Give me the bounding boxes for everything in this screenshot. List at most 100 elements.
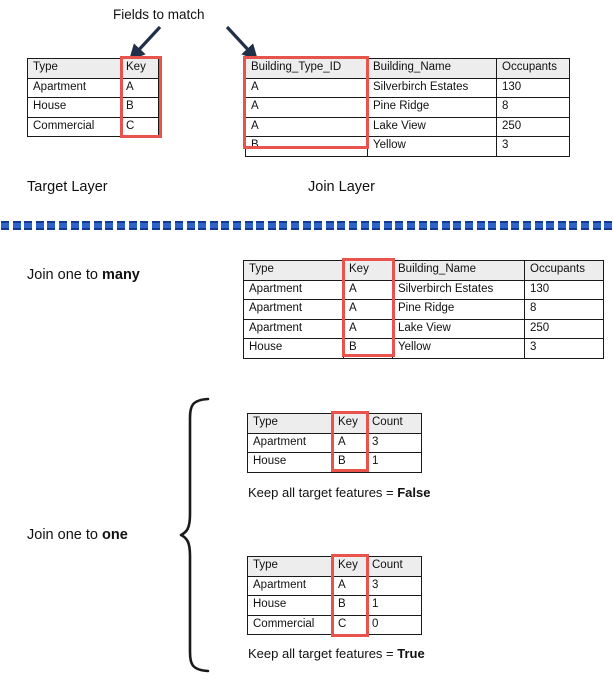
divider-dash — [93, 221, 102, 230]
cell-key: A — [332, 575, 367, 596]
table-header-row: Type Key Building_Name Occupants — [243, 260, 604, 281]
join-one-to-many-emphasis: many — [101, 267, 140, 283]
keep-all-true-text: Keep all target features = — [248, 646, 398, 661]
table-row: A Silverbirch Estates 130 — [245, 77, 570, 98]
cell-key: B — [332, 452, 367, 473]
table-row: Apartment A 3 — [247, 575, 422, 596]
divider-dash — [534, 221, 543, 230]
divider-dash — [186, 221, 195, 230]
table-row: Apartment A — [27, 77, 159, 98]
divider-dash — [291, 221, 299, 230]
cell-type: House — [27, 97, 121, 118]
column-header-type: Type — [27, 58, 121, 79]
cell-type: Apartment — [247, 575, 333, 596]
divider-dash — [546, 221, 555, 230]
divider-dash — [453, 221, 462, 230]
section-divider — [0, 220, 613, 232]
cell-type: Apartment — [243, 279, 344, 300]
cell-building-type-id: B — [245, 136, 368, 157]
cell-occupants: 3 — [496, 136, 570, 157]
column-header-occupants: Occupants — [524, 260, 604, 281]
one-to-one-true-table-wrap: Type Key Count Apartment A 3 House B 1 C… — [247, 554, 422, 637]
divider-dash — [47, 221, 56, 230]
divider-dash — [325, 221, 334, 230]
cell-key: B — [120, 97, 159, 118]
cell-type: Apartment — [243, 299, 344, 320]
table-row: House B 1 — [247, 595, 422, 616]
divider-dash — [267, 221, 276, 230]
divider-dash — [465, 221, 473, 230]
divider-dash — [82, 221, 91, 230]
cell-count: 3 — [366, 575, 422, 596]
divider-dash — [209, 221, 218, 230]
cell-key: A — [343, 279, 393, 300]
fields-to-match-label: Fields to match — [113, 7, 205, 22]
table-row: Commercial C 0 — [247, 614, 422, 635]
join-layer-caption: Join Layer — [308, 179, 375, 195]
divider-dash — [383, 221, 392, 230]
divider-dash — [314, 221, 323, 230]
table-row: B Yellow 3 — [245, 136, 570, 157]
keep-all-false-caption: Keep all target features = False — [248, 486, 430, 499]
column-header-occupants: Occupants — [496, 58, 570, 79]
table-row: Apartment A Lake View 250 — [243, 318, 604, 339]
one-to-many-table-wrap: Type Key Building_Name Occupants Apartme… — [243, 258, 604, 359]
keep-all-false-text: Keep all target features = — [248, 485, 398, 500]
divider-dash — [279, 221, 288, 230]
divider-dash — [233, 221, 241, 230]
table-row: House B Yellow 3 — [243, 338, 604, 359]
keep-all-true-value: True — [397, 646, 425, 661]
cell-occupants: 8 — [524, 299, 604, 320]
cell-building-name: Pine Ridge — [392, 299, 525, 320]
cell-occupants: 250 — [524, 318, 604, 339]
cell-building-name: Silverbirch Estates — [367, 77, 497, 98]
divider-dash — [476, 221, 485, 230]
cell-count: 3 — [366, 432, 422, 453]
keep-all-true-caption: Keep all target features = True — [248, 647, 425, 660]
column-header-key: Key — [332, 413, 367, 434]
divider-dash — [151, 221, 160, 230]
column-header-building-name: Building_Name — [367, 58, 497, 79]
cell-key: A — [332, 432, 367, 453]
cell-count: 1 — [366, 452, 422, 473]
target-layer-caption: Target Layer — [27, 179, 108, 195]
divider-dash — [488, 221, 497, 230]
table-header-row: Type Key Count — [247, 413, 422, 434]
one-to-one-false-table: Type Key Count Apartment A 3 House B 1 — [247, 413, 422, 473]
join-layer-table-wrap: Building_Type_ID Building_Name Occupants… — [243, 56, 570, 157]
cell-building-type-id: A — [245, 116, 368, 137]
column-header-count: Count — [366, 556, 422, 577]
divider-dash — [407, 221, 415, 230]
column-header-type: Type — [247, 556, 333, 577]
cell-count: 0 — [366, 614, 422, 635]
column-header-count: Count — [366, 413, 422, 434]
one-to-many-table: Type Key Building_Name Occupants Apartme… — [243, 260, 604, 359]
one-to-one-false-table-wrap: Type Key Count Apartment A 3 House B 1 — [247, 411, 422, 473]
cell-occupants: 3 — [524, 338, 604, 359]
keep-all-false-value: False — [397, 485, 431, 500]
column-header-type: Type — [247, 413, 333, 434]
divider-dash — [175, 221, 183, 230]
cell-type: House — [247, 595, 333, 616]
divider-dash — [221, 221, 230, 230]
cell-type: House — [243, 338, 344, 359]
arrow-to-target-key — [128, 25, 162, 61]
one-to-one-true-table: Type Key Count Apartment A 3 House B 1 C… — [247, 556, 422, 635]
cell-key: A — [343, 318, 393, 339]
table-row: House B — [27, 97, 159, 118]
cell-key: B — [343, 338, 393, 359]
divider-dash — [441, 221, 450, 230]
cell-occupants: 8 — [496, 97, 570, 118]
column-header-building-type-id: Building_Type_ID — [245, 58, 368, 79]
cell-key: C — [120, 116, 159, 137]
table-row: Apartment A 3 — [247, 432, 422, 453]
cell-building-type-id: A — [245, 97, 368, 118]
divider-dash — [569, 221, 578, 230]
cell-building-name: Silverbirch Estates — [392, 279, 525, 300]
column-header-key: Key — [120, 58, 159, 79]
table-row: A Pine Ridge 8 — [245, 97, 570, 118]
cell-building-name: Lake View — [392, 318, 525, 339]
divider-dash — [337, 221, 346, 230]
divider-dash — [256, 221, 265, 230]
cell-type: House — [247, 452, 333, 473]
